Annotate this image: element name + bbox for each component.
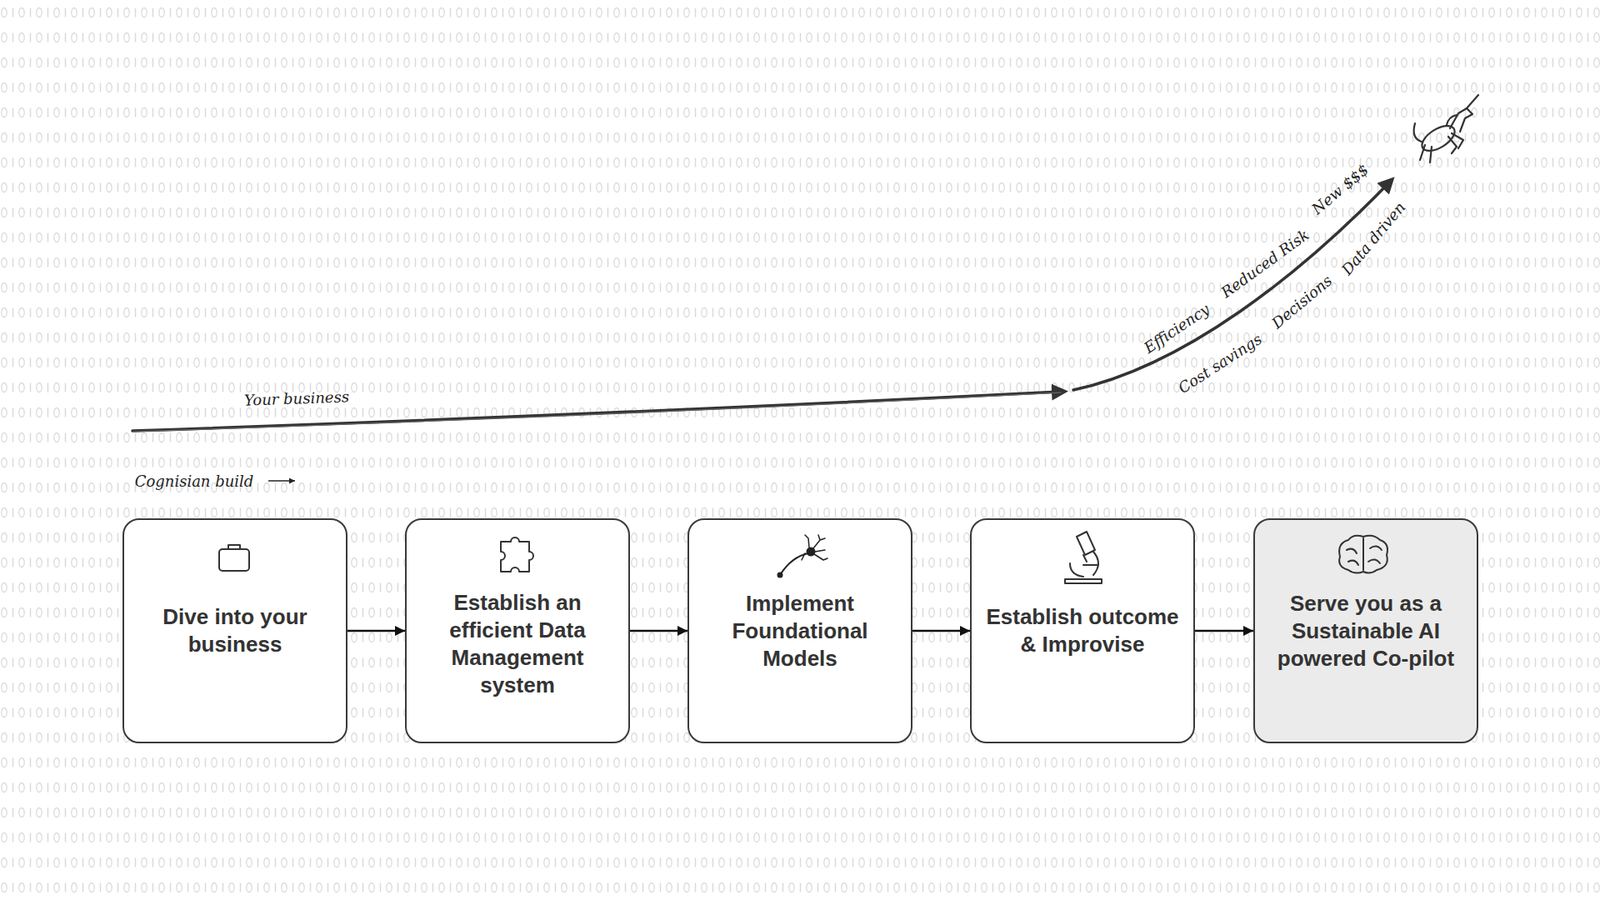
neuron-terminal: [778, 573, 783, 578]
box-label: Serve you as a Sustainable AI powered Co…: [1261, 590, 1470, 673]
flow-arrow: [912, 630, 970, 633]
brain-outline: [1339, 535, 1388, 574]
box-text-group: Implement Foundational Models: [695, 590, 905, 673]
microscope-stand: [1070, 563, 1084, 577]
briefcase-body: [219, 549, 250, 571]
process-box: Dive into your business: [122, 518, 348, 744]
puzzle-icon: [500, 537, 534, 572]
neuron-dendrites: [801, 535, 828, 560]
flow-arrow: [347, 630, 405, 633]
unicorn-leg: [1451, 133, 1464, 149]
microscope-lens: [1083, 555, 1087, 562]
unicorn-mane: [1446, 115, 1457, 125]
box-text-group: Dive into your business: [130, 603, 340, 659]
handwritten-label: Decisions: [1268, 271, 1336, 332]
unicorn-leg: [1420, 145, 1425, 160]
brain-fold: [1362, 538, 1365, 570]
unicorn-leg: [1430, 146, 1432, 163]
microscope-icon: [1065, 531, 1102, 584]
handwritten-label: New $$$: [1308, 160, 1372, 219]
unicorn-horn: [1466, 95, 1479, 109]
box-text-group: Establish an efficient Data Management s…: [413, 589, 622, 700]
box-label: Dive into your business: [130, 603, 340, 659]
microscope-stage: [1083, 564, 1099, 566]
box-label: Establish outcome & Improvise: [978, 603, 1187, 659]
handwritten-label: Efficiency: [1140, 300, 1213, 357]
unicorn-illustration: [1414, 95, 1479, 163]
build-arrow: [268, 480, 295, 482]
microscope-arm: [1093, 551, 1099, 575]
neuron-icon: [778, 535, 829, 578]
unicorn-tail: [1414, 123, 1422, 142]
puzzle-piece: [500, 537, 534, 572]
neuron-soma: [807, 548, 815, 556]
process-box: Establish an efficient Data Management s…: [405, 518, 630, 744]
handwritten-label: Your business: [244, 387, 350, 409]
handwritten-label: Cost savings: [1175, 330, 1265, 397]
brain-icon: [1339, 535, 1388, 574]
neuron-axon: [780, 553, 809, 575]
microscope-base: [1065, 579, 1102, 584]
handwritten-label: Cognisian build: [135, 472, 255, 490]
brain-folds: [1346, 545, 1382, 565]
microscope-tube: [1076, 531, 1095, 555]
briefcase-handle: [228, 545, 240, 550]
unicorn-leg: [1448, 136, 1457, 154]
box-text-group: Serve you as a Sustainable AI powered Co…: [1261, 590, 1470, 673]
handwritten-label: Data driven: [1338, 198, 1410, 279]
flow-arrow: [1195, 630, 1254, 633]
flow-arrow: [630, 630, 688, 633]
box-text-group: Establish outcome & Improvise: [978, 603, 1187, 659]
process-box: Serve you as a Sustainable AI powered Co…: [1253, 518, 1479, 744]
box-label: Establish an efficient Data Management s…: [413, 589, 622, 700]
handwritten-label: Reduced Risk: [1217, 225, 1312, 301]
box-label: Implement Foundational Models: [695, 590, 905, 673]
unicorn-head: [1450, 108, 1473, 132]
briefcase-icon: [219, 545, 250, 571]
process-box: Establish outcome & Improvise: [970, 518, 1195, 744]
process-box: Implement Foundational Models: [687, 518, 913, 744]
